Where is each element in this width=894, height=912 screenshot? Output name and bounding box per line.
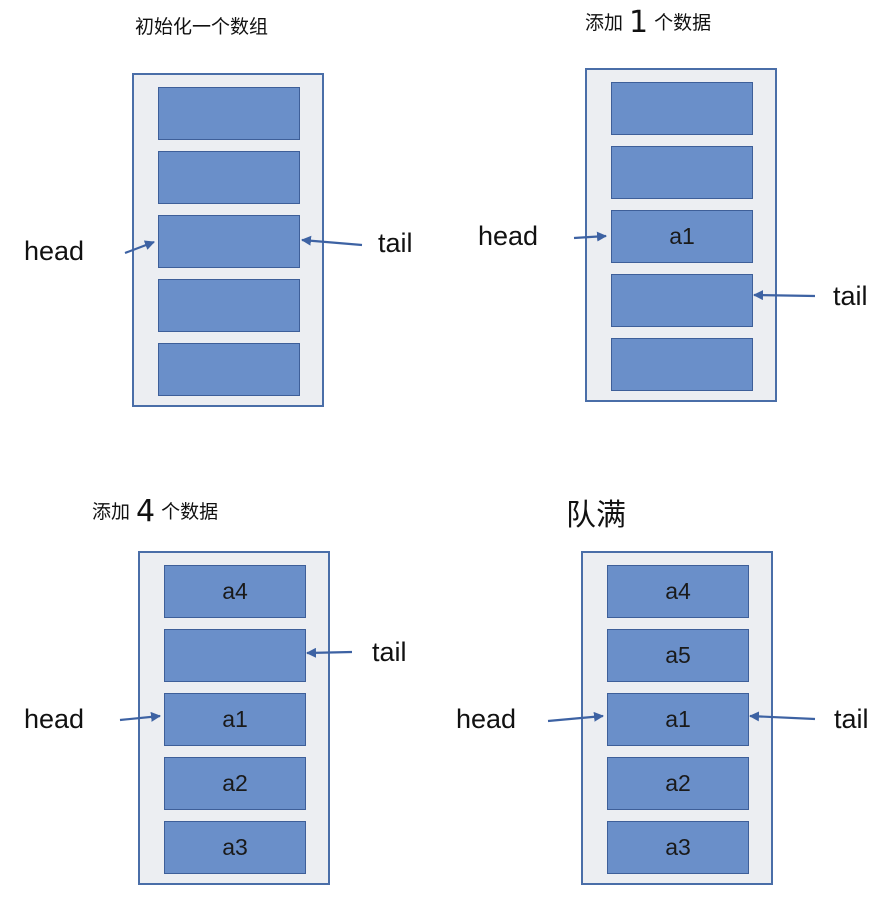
panel-1-title: 初始化一个数组 xyxy=(135,18,268,37)
panel-4-title: 队满 xyxy=(566,501,626,531)
panel-4-head-arrow xyxy=(547,711,604,723)
panel-4-tail-label: tail xyxy=(834,704,869,734)
panel-3-array: a4 a1 a2 a3 xyxy=(138,551,330,885)
panel-2-head-label: head xyxy=(478,221,539,251)
panel-3-head-arrow xyxy=(119,711,161,722)
panel-1-cell-4 xyxy=(158,279,300,332)
panel-4-head-label: head xyxy=(456,704,517,734)
panel-3-title-suffix: 个数据 xyxy=(161,501,219,523)
panel-3-cell-2 xyxy=(164,629,306,682)
panel-2-tail-label: tail xyxy=(833,281,868,311)
panel-2-array: a1 xyxy=(585,68,777,402)
panel-2-cell-1 xyxy=(611,82,753,135)
panel-4-cell-3: a1 xyxy=(607,693,749,746)
panel-4-tail-arrow xyxy=(749,711,816,722)
panel-4-cell-5: a3 xyxy=(607,821,749,874)
panel-1-head-arrow xyxy=(124,240,155,255)
panel-4-cell-2: a5 xyxy=(607,629,749,682)
panel-3-cell-3: a1 xyxy=(164,693,306,746)
panel-2-cell-3: a1 xyxy=(611,210,753,263)
panel-1-cell-1 xyxy=(158,87,300,140)
panel-1-tail-arrow xyxy=(301,235,363,247)
panel-3-tail-label: tail xyxy=(372,637,407,667)
panel-1-array xyxy=(132,73,324,407)
panel-2-title-number: 1 xyxy=(629,5,649,40)
panel-2-cell-2 xyxy=(611,146,753,199)
panel-4-cell-1: a4 xyxy=(607,565,749,618)
panel-2-cell-5 xyxy=(611,338,753,391)
panel-1-cell-5 xyxy=(158,343,300,396)
panel-3-cell-4: a2 xyxy=(164,757,306,810)
panel-2-head-arrow xyxy=(573,231,607,242)
panel-2-cell-4 xyxy=(611,274,753,327)
panel-4-array: a4 a5 a1 a2 a3 xyxy=(581,551,773,885)
panel-3-tail-arrow xyxy=(306,647,353,658)
panel-1-cell-2 xyxy=(158,151,300,204)
panel-2-title-suffix: 个数据 xyxy=(654,12,712,34)
panel-1-tail-label: tail xyxy=(378,228,413,258)
panel-4-cell-4: a2 xyxy=(607,757,749,810)
panel-4-title-text: 队满 xyxy=(566,498,626,533)
panel-2-tail-arrow xyxy=(753,290,816,301)
panel-2-title-text: 添加 xyxy=(585,12,624,34)
panel-1-title-text: 初始化一个数组 xyxy=(135,16,269,38)
panel-3-cell-5: a3 xyxy=(164,821,306,874)
panel-3-cell-1: a4 xyxy=(164,565,306,618)
panel-1-cell-3 xyxy=(158,215,300,268)
panel-3-title-number: 4 xyxy=(136,494,156,529)
panel-3-title-text: 添加 xyxy=(92,501,131,523)
panel-1-head-label: head xyxy=(24,236,85,266)
panel-3-head-label: head xyxy=(24,704,85,734)
